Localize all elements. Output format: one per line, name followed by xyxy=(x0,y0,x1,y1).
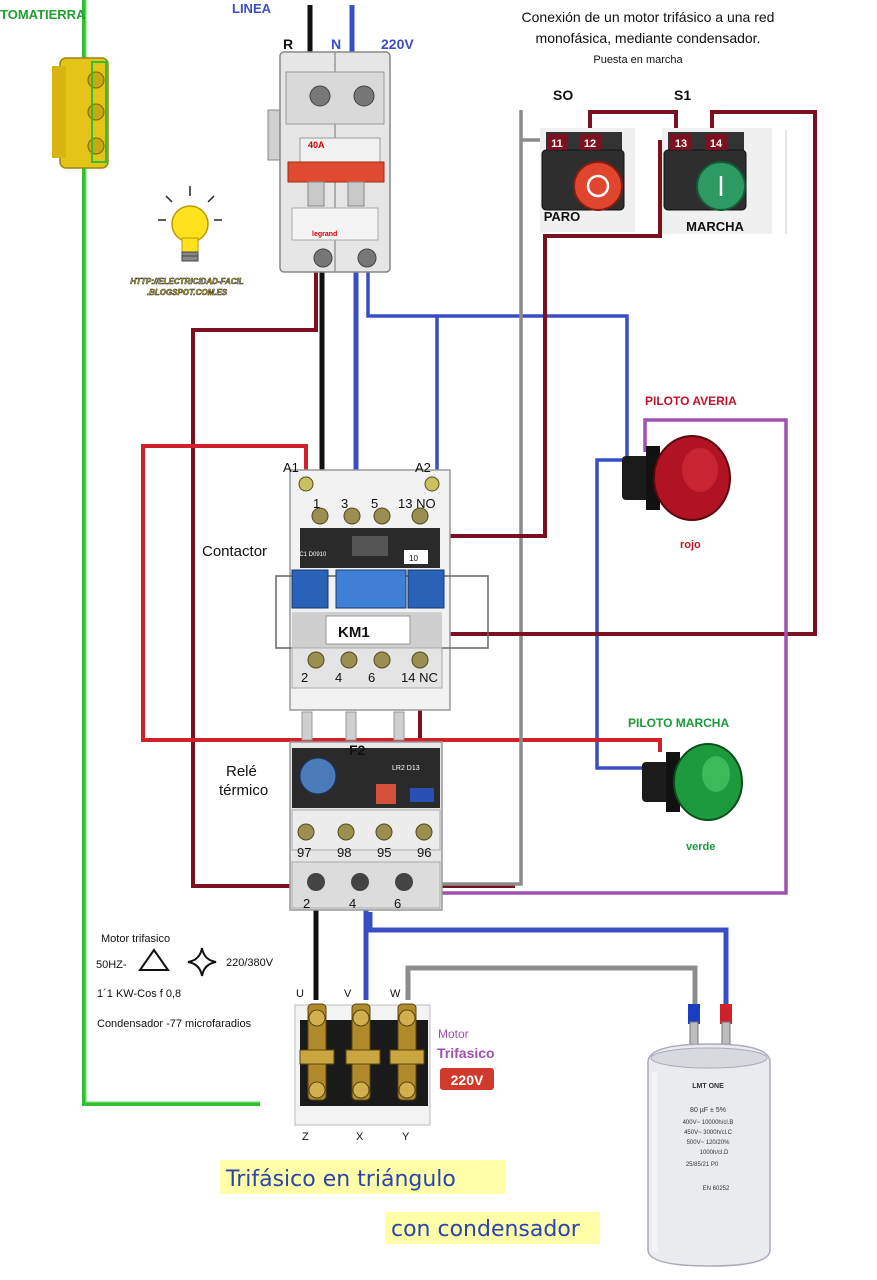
title-line-1: Conexión de un motor trifásico a una red xyxy=(522,9,775,25)
subtitle: Puesta en marcha xyxy=(593,54,683,66)
start-terminal-1: 13 xyxy=(675,138,687,150)
caption-line-1: Trifásico en triángulo xyxy=(225,1167,456,1192)
motor-terminal-box xyxy=(294,1003,431,1126)
pilot-run-title: PILOTO MARCHA xyxy=(628,716,729,730)
motor-terminal-w: W xyxy=(390,988,401,1000)
stop-name: PARO xyxy=(544,209,581,224)
motor-terminal-x: X xyxy=(356,1131,364,1143)
contactor-a1: A1 xyxy=(283,460,299,475)
start-terminal-2: 14 xyxy=(710,138,723,150)
breaker-rating: 40A xyxy=(308,140,325,150)
pilot-run-color: verde xyxy=(686,841,715,853)
star-icon xyxy=(187,947,217,977)
capacitor-line-3: 500V~ 120/20% xyxy=(687,1140,731,1146)
motor-terminal-z: Z xyxy=(302,1131,309,1143)
pilot-lamp-run xyxy=(642,743,743,821)
r-label: R xyxy=(283,36,293,52)
earth-terminal xyxy=(52,57,109,169)
contactor-model: LC1 D0910 xyxy=(296,552,327,558)
title-line-2: monofásica, mediante condensador. xyxy=(536,30,761,46)
wire-control-so-s1 xyxy=(588,110,678,140)
motor-label-2: Trifasico xyxy=(437,1045,495,1061)
contactor-label: Contactor xyxy=(202,543,267,560)
breaker-brand: legrand xyxy=(312,231,337,238)
contactor-a2: A2 xyxy=(415,460,431,475)
caption-bg-2 xyxy=(385,1212,600,1244)
wire-v-capacitor xyxy=(367,912,729,1010)
circuit-breaker xyxy=(267,51,391,273)
wire-coil-a1 xyxy=(141,444,662,752)
motor-terminal-u: U xyxy=(296,988,304,1000)
motor-voltage: 220/380V xyxy=(226,957,274,969)
relay-out-6: 6 xyxy=(394,896,401,911)
relay-out-2: 2 xyxy=(303,896,310,911)
contactor-bottom-6: 6 xyxy=(368,670,375,685)
start-ref: S1 xyxy=(674,87,691,103)
capacitor-line-2: 450V~ 3000h/cl.C xyxy=(684,1130,733,1136)
motor-spec-title: Motor trifasico xyxy=(101,933,170,945)
capacitor-line-4: 1000h/cl.D xyxy=(700,1150,729,1156)
pilot-fault-color: rojo xyxy=(680,539,701,551)
contactor-badge: 10 xyxy=(409,554,418,563)
motor-capacitor: Condensador -77 microfaradios xyxy=(97,1018,252,1030)
wire-neutral-feed xyxy=(366,270,629,460)
relay-out-4: 4 xyxy=(349,896,356,911)
capacitor-code: 25/85/21 P0 xyxy=(686,1162,719,1168)
motor-terminal-y: Y xyxy=(402,1131,410,1143)
pilot-fault-title: PILOTO AVERIA xyxy=(645,394,737,408)
contactor-bottom-14nc: 14 NC xyxy=(401,670,438,685)
earth-label: TOMATIERRA xyxy=(0,7,86,22)
relay-model: LR2 D13 xyxy=(392,765,420,772)
capacitor xyxy=(647,1004,771,1267)
contactor-top-5: 5 xyxy=(371,496,378,511)
website-line-1: HTTP://ELECTRICIDAD-FACIL xyxy=(130,277,243,286)
relay-tag: F2 xyxy=(349,742,366,758)
contactor-bottom-2: 2 xyxy=(301,670,308,685)
stop-terminal-2: 12 xyxy=(584,138,596,150)
motor-power: 1´1 KW-Cos f 0,8 xyxy=(97,988,181,1000)
website-line-2: .BLOGSPOT.COM.ES xyxy=(147,288,228,297)
motor-label-1: Motor xyxy=(438,1027,469,1041)
stop-terminal-1: 11 xyxy=(551,138,563,150)
wire-neutral-pilots xyxy=(595,458,650,770)
relay-aux-98: 98 xyxy=(337,845,351,860)
voltage-label: 220V xyxy=(381,36,414,52)
contactor-top-3: 3 xyxy=(341,496,348,511)
relay-label-1: Relé xyxy=(226,763,257,780)
motor-freq: 50HZ- xyxy=(96,959,127,971)
contactor-top-13no: 13 NO xyxy=(398,496,436,511)
contactor-bottom-4: 4 xyxy=(335,670,342,685)
caption-line-2: con condensador xyxy=(391,1217,581,1242)
motor-voltage-badge-bg xyxy=(440,1068,494,1090)
motor-terminal-v: V xyxy=(344,988,352,1000)
line-label: LINEA xyxy=(232,1,272,16)
motor-voltage-badge: 220V xyxy=(451,1072,484,1088)
earth-wire-inner xyxy=(85,0,260,1103)
stop-ref: SO xyxy=(553,87,573,103)
capacitor-line-1: 400V~ 10000h/cl.B xyxy=(683,1120,734,1126)
triangle-icon xyxy=(138,948,170,971)
caption-bg-1 xyxy=(220,1160,505,1194)
n-label: N xyxy=(331,36,341,52)
relay-aux-97: 97 xyxy=(297,845,311,860)
start-name: MARCHA xyxy=(686,219,744,234)
capacitor-spec: 80 µF ± 5% xyxy=(690,1107,726,1114)
pilot-lamp-fault xyxy=(622,435,731,521)
relay-aux-96: 96 xyxy=(417,845,431,860)
capacitor-brand: LMT ONE xyxy=(692,1083,724,1090)
contactor-top-1: 1 xyxy=(313,496,320,511)
earth-wire xyxy=(82,0,260,1106)
thermal-relay xyxy=(289,741,443,911)
contactor-body xyxy=(275,469,489,741)
lightbulb-icon xyxy=(158,186,222,262)
wire-w-capacitor xyxy=(405,965,698,1010)
contactor-tag: KM1 xyxy=(338,624,370,641)
relay-label-2: térmico xyxy=(219,782,268,799)
capacitor-norm: EN 60252 xyxy=(703,1186,730,1192)
relay-aux-95: 95 xyxy=(377,845,391,860)
